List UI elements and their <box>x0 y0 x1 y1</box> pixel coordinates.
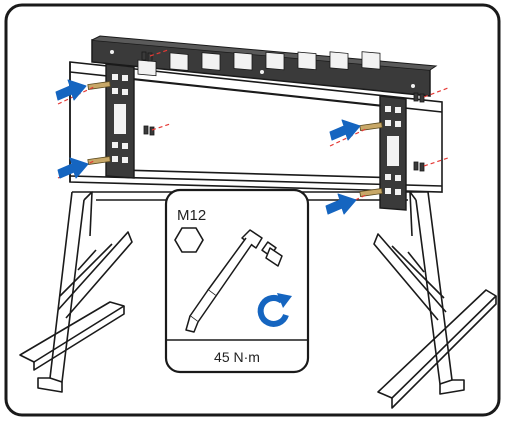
rear-nuts <box>141 51 425 172</box>
bolt <box>359 122 383 131</box>
hexagon-icon <box>174 227 204 253</box>
torque-value-label: 45 N·m <box>214 349 260 365</box>
mounting-panel <box>69 61 443 193</box>
socket-wrench-icon <box>185 229 283 333</box>
insert-arrow-icon <box>325 193 357 215</box>
bolt <box>87 156 111 165</box>
bolts <box>87 81 383 197</box>
insert-arrow-icon <box>55 79 87 101</box>
right-vertical-bracket <box>379 95 407 211</box>
clockwise-rotate-icon <box>257 293 292 327</box>
torque-detail-inset: M12 45 N·m <box>164 188 310 374</box>
insert-arrow-icon <box>329 119 361 141</box>
bolt-spec-label: M12 <box>177 207 206 224</box>
bolt <box>87 81 111 90</box>
mounting-bracket <box>91 35 438 97</box>
insert-arrow-icon <box>57 157 89 179</box>
insert-arrows <box>55 79 361 215</box>
left-vertical-bracket <box>105 63 135 179</box>
bolt <box>359 188 383 197</box>
